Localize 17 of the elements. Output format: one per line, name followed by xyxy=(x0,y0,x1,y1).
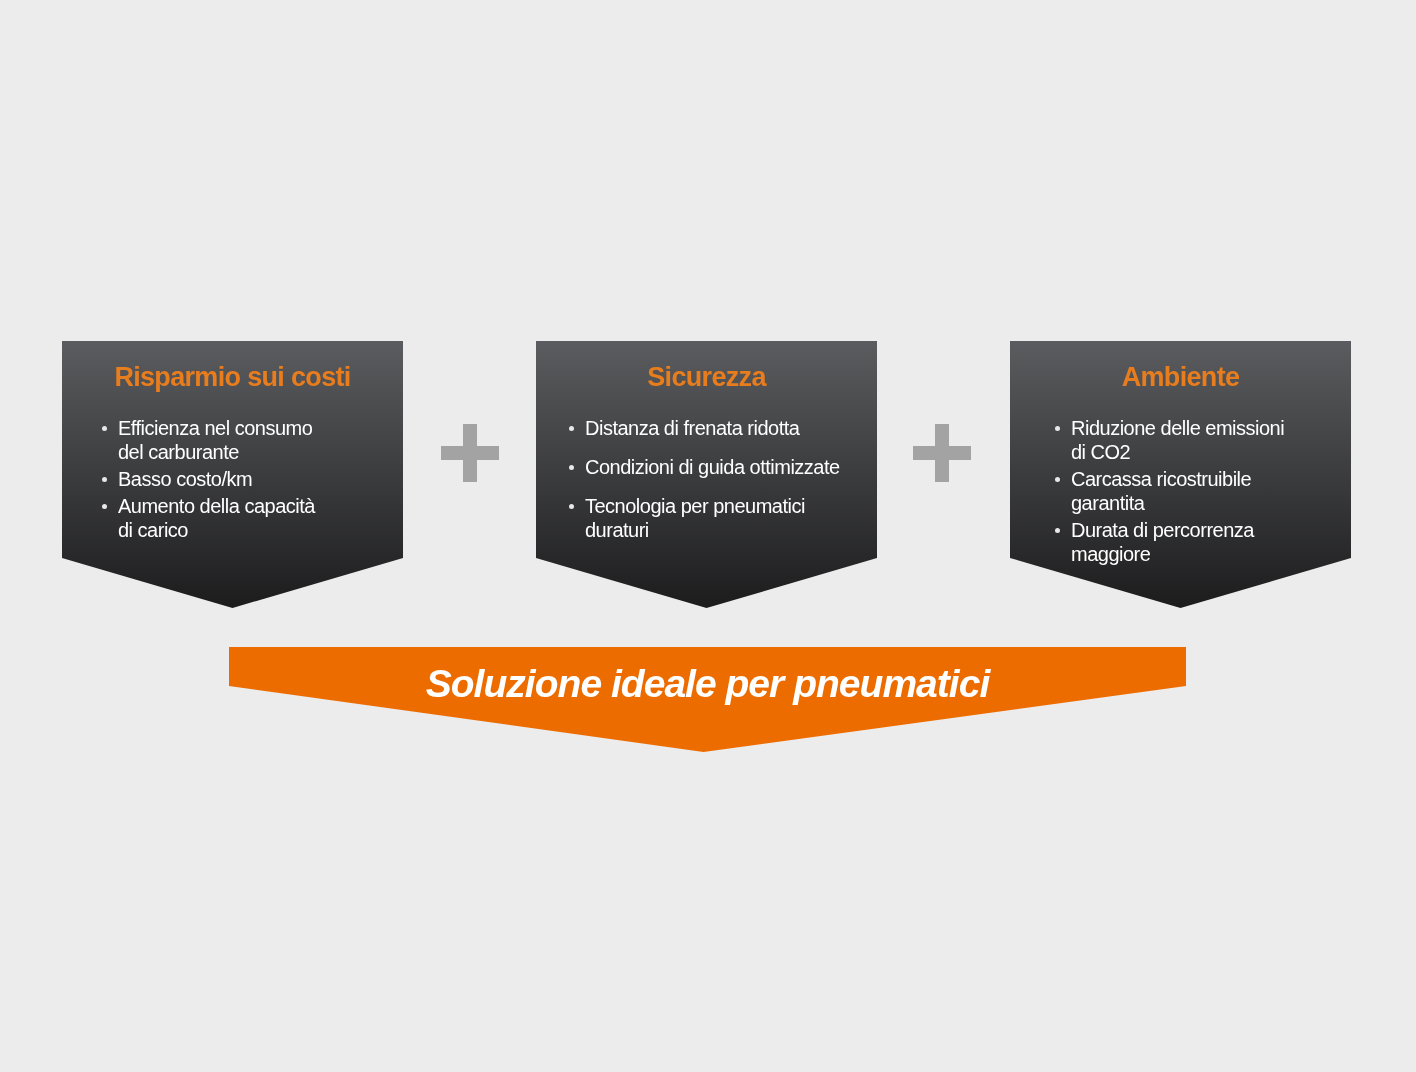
bullet-text: Basso costo/km xyxy=(118,467,253,491)
panel-heading: Ambiente xyxy=(1121,361,1240,394)
bullet-text: Tecnologia per pneumatici duraturi xyxy=(585,494,806,542)
chevron-panel xyxy=(62,341,403,608)
banner-text: Soluzione ideale per pneumatici xyxy=(425,661,990,707)
chevron-panel xyxy=(536,341,877,608)
bullet-text: Distanza di frenata ridotta xyxy=(585,416,800,440)
bullet-text: Carcassa ricostruibile garantita xyxy=(1071,467,1253,515)
bullet-text: Durata di percorrenza maggiore xyxy=(1071,518,1256,566)
bullet-text: Condizioni di guida ottimizzate xyxy=(585,455,840,479)
panel-heading: Risparmio sui costi xyxy=(114,361,351,394)
chevron-banner xyxy=(229,647,1186,752)
bullet-text: Aumento della capacità di carico xyxy=(118,494,317,542)
chevron-panel xyxy=(1010,341,1351,608)
bullet-text: Riduzione delle emissioni di CO2 xyxy=(1071,416,1286,464)
panel-heading: Sicurezza xyxy=(647,361,766,394)
bullet-text: Efficienza nel consumo del carburante xyxy=(118,416,314,464)
